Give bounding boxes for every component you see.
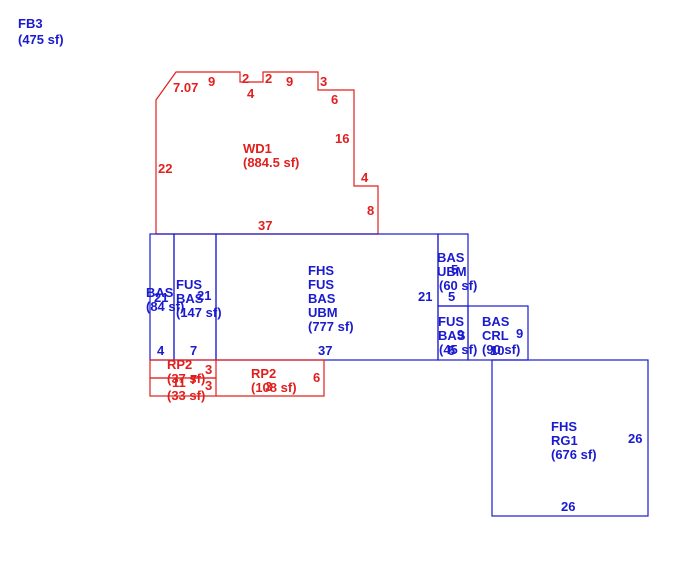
- fhs-rg1-line2: RG1: [551, 433, 578, 448]
- dim-rg1-26-bottom: 26: [561, 499, 575, 514]
- dim-main-21: 21: [418, 289, 432, 304]
- rp2-main-outline: [216, 359, 325, 397]
- dim-wd1-6: 6: [331, 92, 338, 107]
- dim-wd1-9a: 9: [208, 74, 215, 89]
- dim-rp-6: 6: [313, 370, 320, 385]
- main-line2: FUS: [308, 277, 334, 292]
- dim-rg1-26-right: 26: [628, 431, 642, 446]
- fus-bas-line1: FUS: [176, 277, 202, 292]
- dim-rp-7: 7: [190, 372, 197, 387]
- bas-ubm-line1: BAS: [437, 250, 465, 265]
- dim-fus-21: 21: [197, 288, 211, 303]
- dim-bas-4: 4: [157, 343, 165, 358]
- main-area: (777 sf): [308, 319, 354, 334]
- dim-wd1-4a: 4: [247, 86, 255, 101]
- main-line4: UBM: [308, 305, 338, 320]
- main-line1: FHS: [308, 263, 334, 278]
- dim-fus-7: 7: [190, 343, 197, 358]
- fus-bas-small-line1: FUS: [438, 314, 464, 329]
- main-line3: BAS: [308, 291, 336, 306]
- bas-left-label: BAS: [146, 285, 174, 300]
- fhs-rg1-area: (676 sf): [551, 447, 597, 462]
- dim-rp-11: 11: [172, 375, 186, 390]
- dim-main-37: 37: [318, 343, 332, 358]
- dim-wd1-16: 16: [335, 131, 349, 146]
- dim-bas-21: 21: [154, 290, 168, 305]
- overlap-area: (37 sf): [167, 371, 205, 386]
- fus-bas-area: (147 sf): [176, 305, 222, 320]
- fb3-label: FB3: [18, 16, 43, 31]
- dim-wd1-3: 3: [320, 74, 327, 89]
- wd1-area: (884.5 sf): [243, 155, 299, 170]
- dim-wd1-8: 8: [367, 203, 374, 218]
- rp2-left-area: (33 sf): [167, 388, 205, 403]
- fus-bas-line2: BAS: [176, 291, 204, 306]
- rp2-main-area: (108 sf): [251, 380, 297, 395]
- dim-wd1-9b: 9: [286, 74, 293, 89]
- dim-ubm-12: 5: [451, 262, 458, 277]
- dim-crl-10: 10: [490, 343, 504, 358]
- bas-crl-area: (90 sf): [482, 342, 520, 357]
- wd1-outline: [155, 71, 379, 235]
- dim-wd1-2b: 2: [265, 71, 272, 86]
- dim-ubm-5: 5: [448, 289, 455, 304]
- bas-ubm-area: (60 sf): [439, 278, 477, 293]
- wd1-label: WD1: [243, 141, 272, 156]
- dim-wd1-22: 22: [158, 161, 172, 176]
- dim-small-9: 9: [457, 327, 464, 342]
- dim-crl-9: 9: [516, 326, 523, 341]
- dim-wd1-707: 7.07: [173, 80, 198, 95]
- dim-rp-3b: 3: [205, 378, 212, 393]
- fhs-rg1-outline: [491, 359, 649, 517]
- rp2-main-label: RP2: [251, 366, 276, 381]
- fb3-area: (475 sf): [18, 32, 64, 47]
- dim-small-5: 5: [448, 343, 455, 358]
- bas-crl-line1: BAS: [482, 314, 510, 329]
- fus-bas-small-line2: BAS: [438, 328, 466, 343]
- dim-wd1-37: 37: [258, 218, 272, 233]
- rp2-lower-outline: [149, 377, 217, 397]
- dim-wd1-2a: 2: [242, 71, 249, 86]
- dim-rp-3a: 3: [205, 362, 212, 377]
- fhs-rg1-line1: FHS: [551, 419, 577, 434]
- dim-rp-3c: 3: [265, 379, 272, 394]
- bas-crl-line2: CRL: [482, 328, 509, 343]
- fus-bas-small-area: (45 sf): [439, 342, 477, 357]
- bas-ubm-line2: UBM: [437, 264, 467, 279]
- dim-wd1-4b: 4: [361, 170, 369, 185]
- rp2-left-label: RP2: [167, 357, 192, 372]
- bas-left-area: (84 sf): [146, 299, 184, 314]
